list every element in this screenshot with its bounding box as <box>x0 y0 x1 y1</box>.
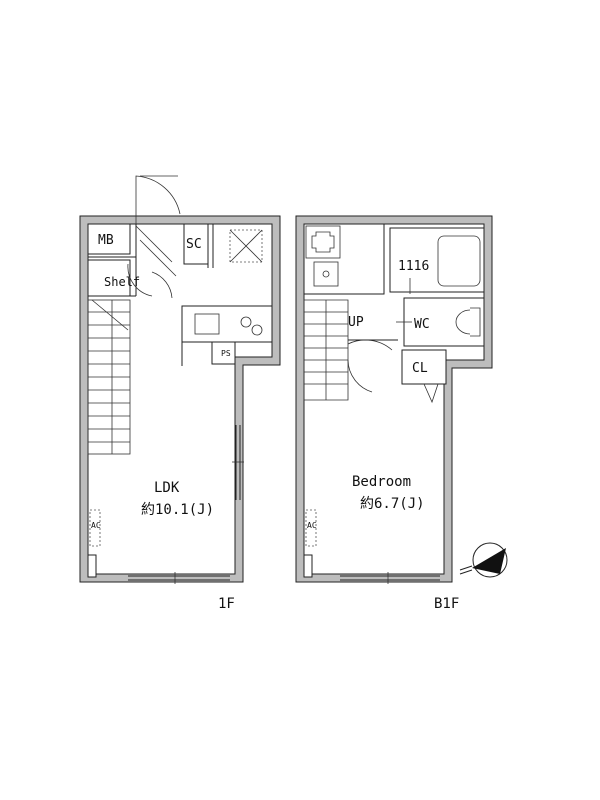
up-label: UP <box>348 315 364 330</box>
cl-closet <box>401 349 447 385</box>
kitchen-counter <box>181 305 273 343</box>
staircase-b1f <box>303 299 398 401</box>
shelf-area <box>87 259 131 297</box>
ldk-size-label: 約10.1(J) <box>141 502 214 518</box>
wash-basin <box>313 261 339 287</box>
mb-closet <box>87 223 131 255</box>
ac-label-1f: AC <box>91 521 101 530</box>
cl-label: CL <box>412 361 428 376</box>
shelf-label: Shelf <box>104 275 140 289</box>
toilet-icon <box>455 307 481 337</box>
ps-shaft <box>211 341 236 365</box>
kitchen-sink <box>194 313 220 335</box>
ac-label-b1f: AC <box>307 521 317 530</box>
staircase-1f <box>87 299 131 455</box>
bedroom-label: Bedroom <box>352 474 411 490</box>
unit-bath-label: 1116 <box>398 259 429 274</box>
floor-b1f-plan: 1116 UP WC CL Bedroom 約6.7(J) AC B1F <box>295 215 493 612</box>
wc-room <box>403 297 485 347</box>
north-arrow-icon <box>459 542 508 578</box>
sc-label: SC <box>186 237 202 252</box>
washing-machine-space <box>305 225 341 259</box>
floor-b1f-label: B1F <box>434 596 459 612</box>
stove-burner-icon <box>240 316 252 328</box>
ps-label: PS <box>221 349 231 358</box>
ac-unit-b1f <box>305 509 317 547</box>
entry-door[interactable] <box>135 175 181 224</box>
unit-bath <box>389 227 485 293</box>
mb-label: MB <box>98 233 114 248</box>
bedroom-size-label: 約6.7(J) <box>360 496 425 512</box>
wc-label: WC <box>414 317 430 332</box>
bathtub <box>437 235 481 287</box>
floor-1f-label: 1F <box>218 596 235 612</box>
floor-1f-plan: MB SC Shelf PS LDK 約10.1(J) AC 1F <box>79 175 281 612</box>
washroom <box>303 223 385 295</box>
stove-burner-icon <box>251 324 263 336</box>
fridge-space <box>229 229 263 263</box>
ac-unit-1f <box>89 509 101 547</box>
ldk-label: LDK <box>154 480 180 496</box>
